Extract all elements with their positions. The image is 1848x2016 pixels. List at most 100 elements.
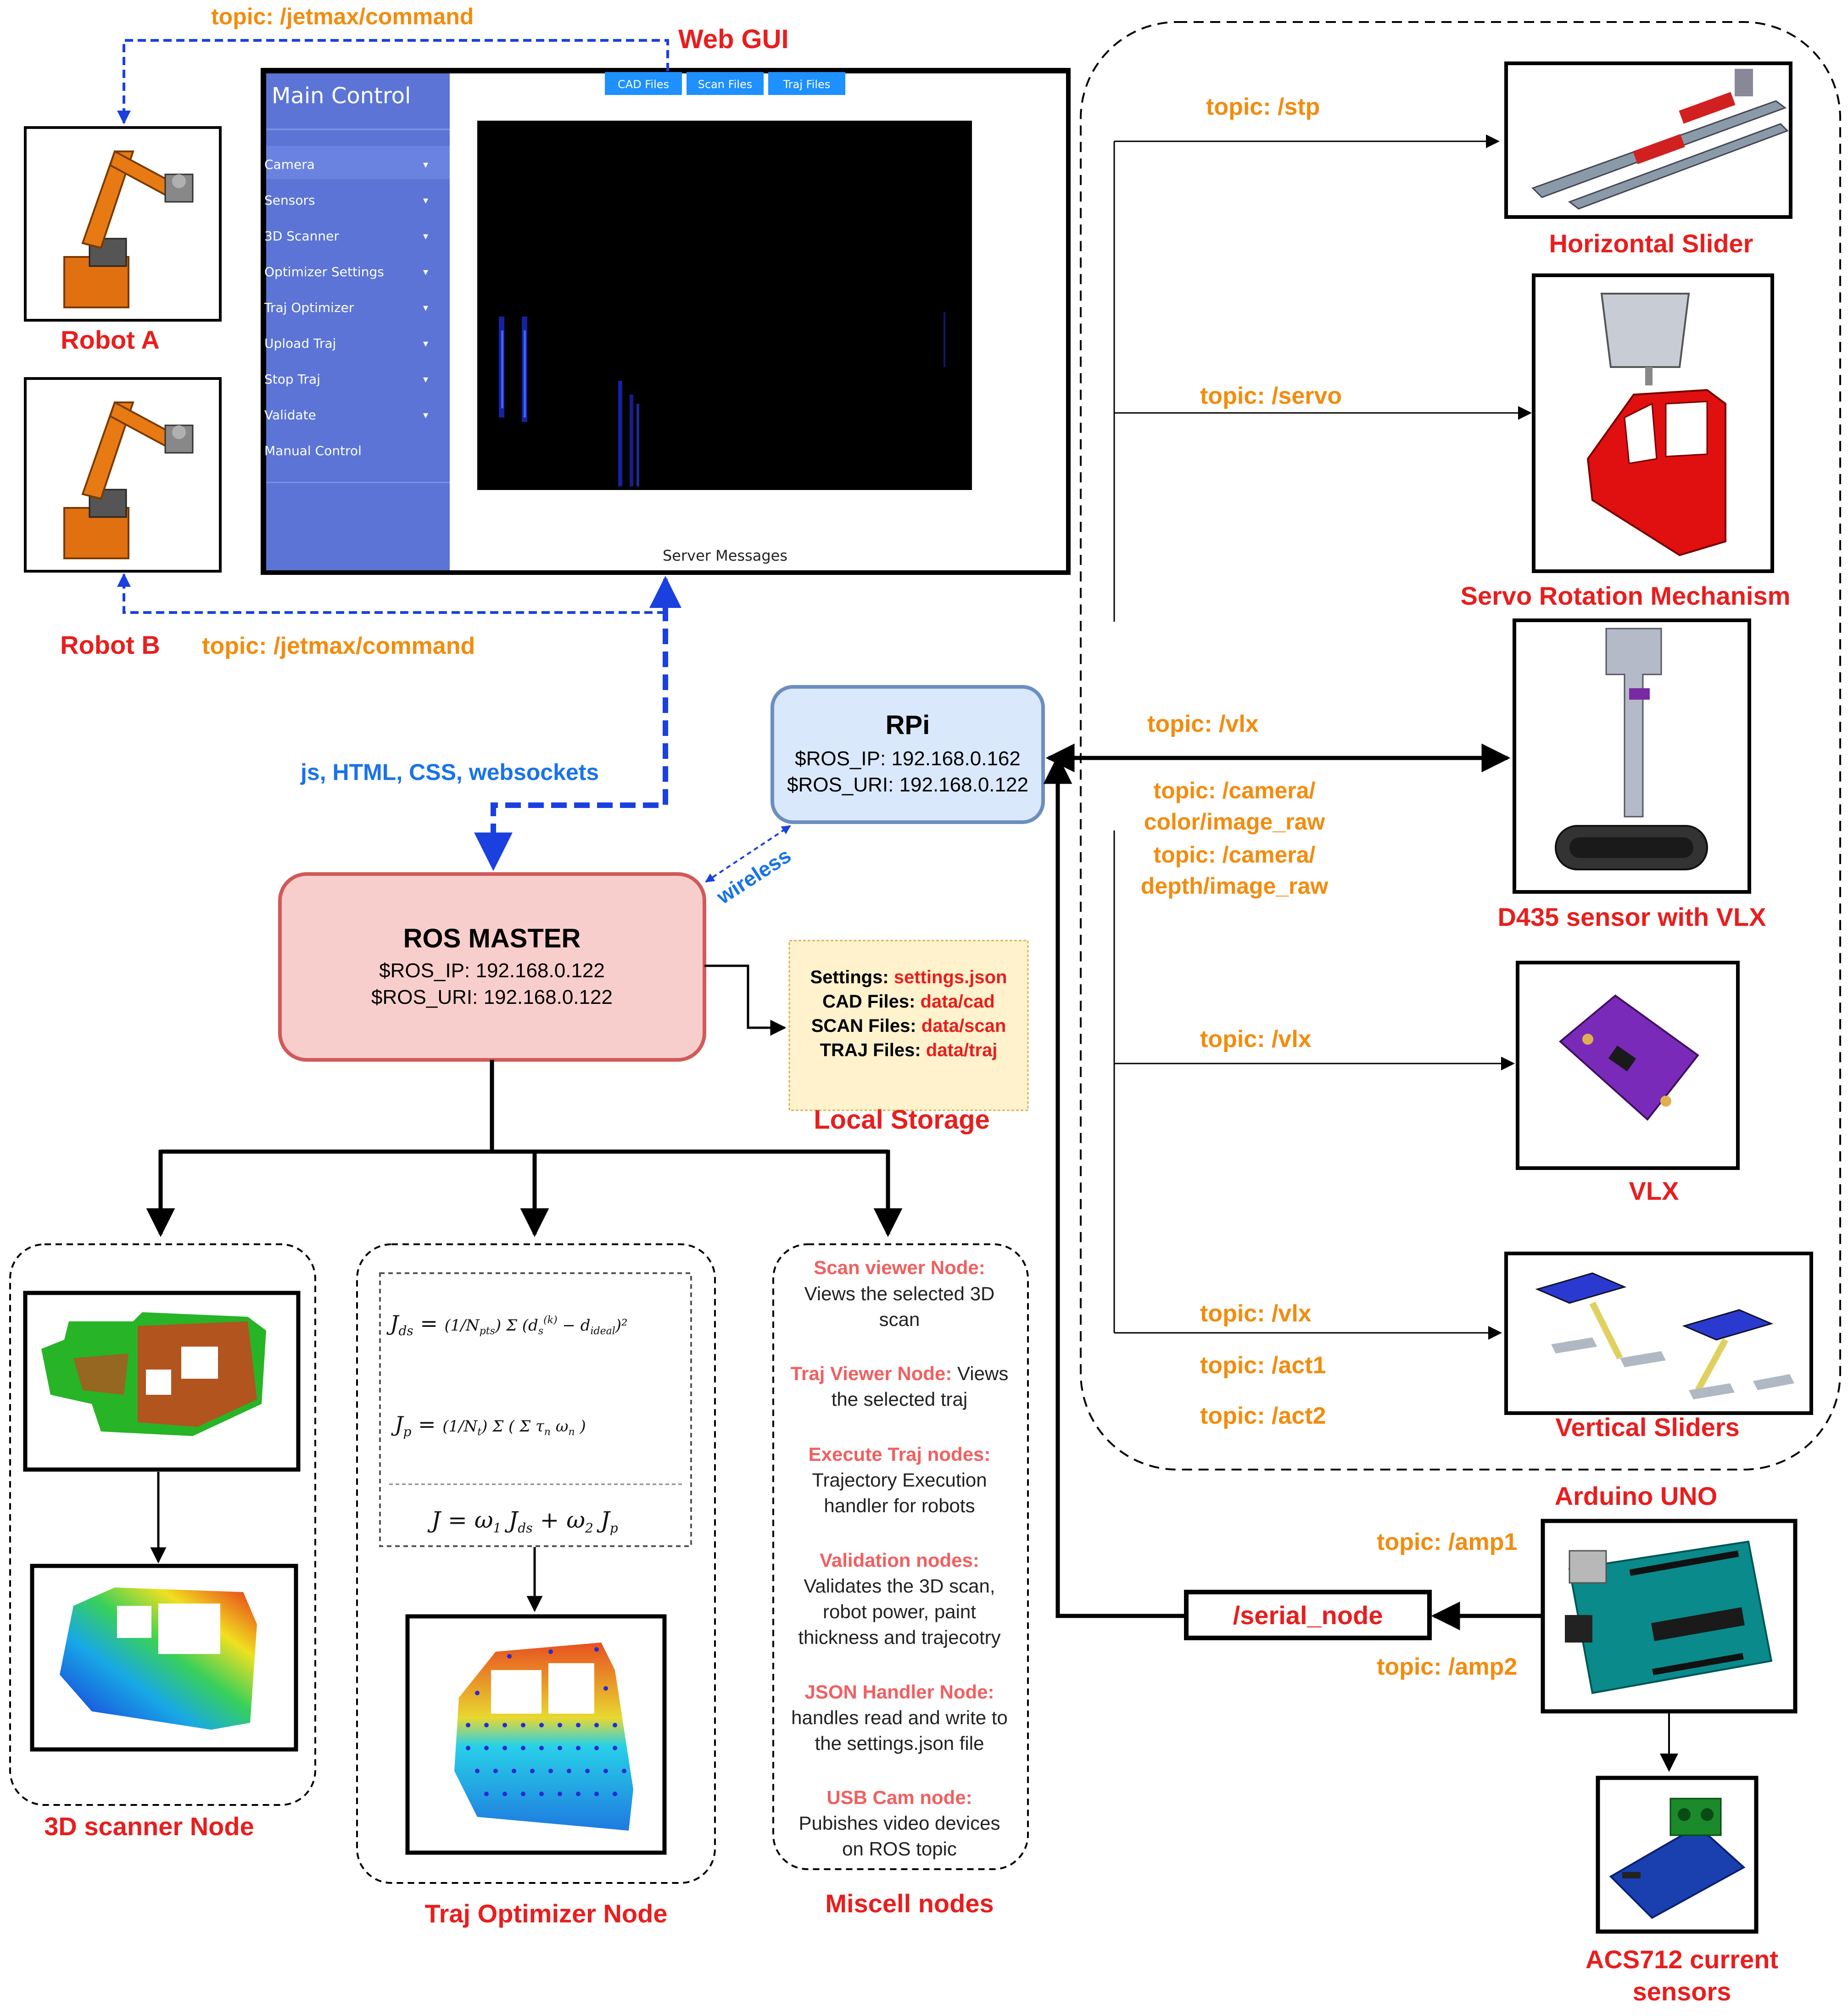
- miscell-nodes-frame: [772, 1243, 1029, 1870]
- svg-text:Traj Files: Traj Files: [783, 78, 831, 91]
- d435-topic-depth-2: depth/image_raw: [1141, 873, 1329, 899]
- svg-text:$ROS_IP: 192.168.0.122: $ROS_IP: 192.168.0.122: [379, 959, 605, 982]
- gui-menu-item-optimizer-settings[interactable]: Optimizer Settings▾: [264, 264, 428, 279]
- storage-scan-value: data/scan: [921, 1016, 1006, 1036]
- serial-node-label: /serial_node: [1233, 1601, 1383, 1630]
- svg-text:Settings: settings.json: Settings: settings.json: [810, 967, 1007, 987]
- gui-menu-item-sensors[interactable]: Sensors▾: [264, 193, 428, 208]
- horizontal-slider-image: [1504, 61, 1792, 219]
- svg-text:TRAJ Files: data/traj: TRAJ Files: data/traj: [820, 1040, 998, 1060]
- svg-text:Manual Control: Manual Control: [264, 443, 362, 458]
- chevron-down-icon: ▾: [423, 231, 428, 242]
- web-gui-window: Main Control Camera▾ Sensors▾ 3D Scanner…: [261, 68, 1071, 575]
- svg-text:Traj Optimizer: Traj Optimizer: [264, 300, 354, 315]
- gui-menu: Camera▾ Sensors▾ 3D Scanner▾ Optimizer S…: [264, 157, 428, 458]
- chevron-down-icon: ▾: [423, 338, 428, 350]
- gui-tab-traj-files[interactable]: Traj Files: [768, 72, 845, 95]
- misc-execute-traj-line-1: Trajectory Execution: [812, 1469, 987, 1491]
- gui-menu-item-traj-optimizer[interactable]: Traj Optimizer ▾: [264, 300, 428, 315]
- misc-usb-cam-line-1: Pubishes video devices: [799, 1812, 1000, 1834]
- ros-master-uri-label: $ROS_URI:: [371, 986, 478, 1008]
- vertical-sliders-topic-vlx: topic: /vlx: [1200, 1300, 1312, 1327]
- misc-json-handler-line-2: the settings.json file: [815, 1732, 984, 1754]
- gui-menu-item-3d-scanner[interactable]: 3D Scanner ▾: [264, 228, 428, 244]
- wireless-label: wireless: [712, 843, 795, 909]
- rpi-ip-label: $ROS_IP:: [795, 747, 886, 770]
- traj-optimizer-node-frame: [356, 1243, 716, 1884]
- svg-text:Scan Files: Scan Files: [698, 78, 753, 91]
- misc-scan-viewer-line-1: Views the selected 3D: [804, 1283, 995, 1304]
- gui-server-messages: Server Messages: [663, 547, 787, 564]
- scanner-mesh-image: [30, 1564, 298, 1752]
- ros-master-box: ROS MASTER $ROS_IP: 192.168.0.122 $ROS_U…: [278, 872, 706, 1062]
- svg-text:Camera: Camera: [264, 157, 315, 172]
- web-link-path: [474, 606, 668, 871]
- gui-camera-view: [477, 121, 972, 490]
- miscell-node-list: Scan viewer Node: Views the selected 3D …: [791, 1257, 1009, 1860]
- horizontal-slider-label: Horizontal Slider: [1549, 229, 1753, 258]
- gui-panel-title: Main Control: [272, 83, 411, 109]
- misc-usb-cam-title: USB Cam node:: [826, 1787, 972, 1808]
- storage-settings-value: settings.json: [894, 967, 1007, 987]
- svg-text:SCAN Files: data/scan: SCAN Files: data/scan: [811, 1016, 1006, 1036]
- d435-sensor-image: [1513, 618, 1751, 894]
- wireless-link: [705, 825, 791, 883]
- robot-a-image: [24, 126, 222, 322]
- d435-topic-vlx: topic: /vlx: [1147, 711, 1259, 737]
- robot-a-label: Robot A: [61, 325, 160, 354]
- scanner-pointcloud-image: [23, 1291, 301, 1472]
- svg-text:Traj Viewer Node: Views: Traj Viewer Node: Views: [791, 1363, 1009, 1384]
- acs712-label-line-2: sensors: [1633, 1977, 1731, 2006]
- misc-validation-title: Validation nodes:: [820, 1549, 979, 1571]
- robot-b-link-arrow: [117, 573, 665, 614]
- serial-node-box: /serial_node: [1184, 1590, 1432, 1640]
- gui-menu-item-upload-traj[interactable]: Upload Traj▾: [264, 336, 428, 351]
- ros-master-uri-value: 192.168.0.122: [484, 986, 613, 1008]
- chevron-down-icon: ▾: [423, 410, 428, 421]
- robot-b-label: Robot B: [60, 630, 160, 659]
- misc-validation-line-2: robot power, paint: [823, 1601, 976, 1622]
- gui-menu-item-manual-control[interactable]: Manual Control: [264, 443, 362, 458]
- d435-topic-depth-1: topic: /camera/: [1154, 842, 1316, 868]
- gui-tab-cad-files[interactable]: CAD Files: [605, 72, 682, 95]
- svg-text:$ROS_URI: 192.168.0.122: $ROS_URI: 192.168.0.122: [787, 774, 1028, 796]
- web-link-label: js, HTML, CSS, websockets: [300, 759, 599, 785]
- d435-topic-color-2: color/image_raw: [1144, 809, 1325, 835]
- misc-validation-line-1: Validates the 3D scan,: [804, 1575, 995, 1597]
- gui-menu-item-camera[interactable]: Camera▾: [264, 157, 428, 172]
- vertical-sliders-image: [1504, 1252, 1813, 1415]
- miscell-nodes-label: Miscell nodes: [825, 1889, 994, 1918]
- robot-a-link-arrow: [117, 39, 669, 124]
- misc-validation-line-3: thickness and trajecotry: [798, 1626, 1000, 1648]
- misc-traj-viewer-title: Traj Viewer Node:: [791, 1363, 952, 1384]
- gui-menu-item-validate[interactable]: Validate▾: [264, 407, 428, 423]
- scanner-node-label: 3D scanner Node: [44, 1812, 254, 1841]
- chevron-down-icon: ▾: [423, 374, 428, 385]
- chevron-down-icon: ▾: [423, 302, 428, 314]
- rpi-uri-value: 192.168.0.122: [899, 774, 1028, 796]
- horizontal-slider-topic: topic: /stp: [1206, 94, 1320, 120]
- d435-topic-color-1: topic: /camera/: [1154, 778, 1316, 803]
- local-storage-label: Local Storage: [814, 1105, 990, 1135]
- gui-menu-item-stop-traj[interactable]: Stop Traj▾: [264, 372, 428, 387]
- vertical-sliders-topic-act2: topic: /act2: [1200, 1403, 1326, 1429]
- misc-json-handler-title: JSON Handler Node:: [804, 1681, 994, 1703]
- traj-optimized-door-image: [405, 1614, 667, 1855]
- svg-text:CAD Files: data/cad: CAD Files: data/cad: [822, 991, 995, 1012]
- acs712-sensor-image: [1596, 1776, 1759, 1934]
- equation-j: J = ω1 Jds + ω2 Jp: [427, 1507, 618, 1536]
- misc-execute-traj-line-2: handler for robots: [824, 1495, 975, 1516]
- chevron-down-icon: ▾: [423, 195, 428, 206]
- vlx-label: VLX: [1629, 1176, 1679, 1205]
- arduino-label: Arduino UNO: [1555, 1481, 1718, 1510]
- ros-master-ip-label: $ROS_IP:: [379, 959, 470, 982]
- misc-traj-viewer-line-1: the selected traj: [832, 1388, 968, 1410]
- svg-text:3D Scanner: 3D Scanner: [264, 228, 339, 244]
- storage-traj-value: data/traj: [926, 1040, 998, 1060]
- rpi-box: RPi $ROS_IP: 192.168.0.162 $ROS_URI: 192…: [770, 685, 1045, 824]
- storage-scan-key: SCAN Files:: [811, 1016, 916, 1036]
- vertical-sliders-topic-act1: topic: /act1: [1200, 1352, 1326, 1379]
- gui-tab-scan-files[interactable]: Scan Files: [687, 72, 764, 95]
- vertical-sliders-label: Vertical Sliders: [1555, 1413, 1740, 1442]
